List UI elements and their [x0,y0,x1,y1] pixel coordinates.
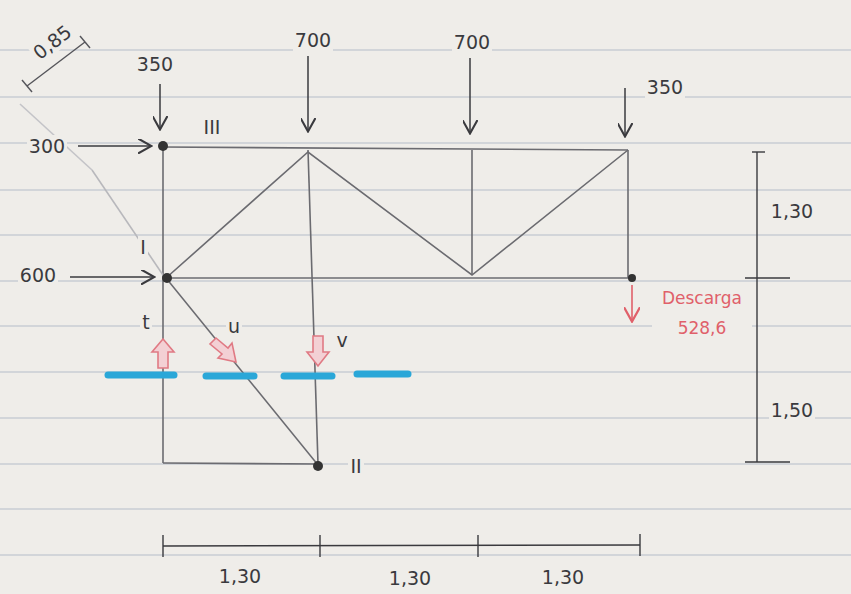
joint-label: II [348,455,363,477]
load-value: 300 [27,135,67,157]
discharge-note: Descarga 528,6 [652,283,752,343]
dimension-label: 1,30 [540,566,586,588]
load-arrows [70,56,625,277]
discharge-arrow [631,285,633,320]
force-arrows [152,336,329,368]
section-cut [108,374,408,376]
dimension-label: 0,85 [27,19,77,65]
dimension-lines [163,152,790,557]
load-value: 700 [293,29,333,51]
force-label: t [140,311,151,333]
force-label: v [334,329,349,351]
joint-label: III [202,116,223,138]
joint-label: I [138,236,148,258]
force-label: u [226,315,242,337]
load-value: 350 [135,53,175,75]
ruled-lines [0,50,851,555]
dimension-label: 1,30 [217,565,263,587]
load-value: 350 [645,76,685,98]
dimension-label: 1,50 [769,399,815,421]
dimension-label: 1,30 [769,200,815,222]
dimension-label: 1,30 [387,567,433,589]
load-value: 600 [18,264,58,286]
joint-dots [158,141,636,471]
truss-members [20,104,632,465]
load-value: 700 [452,31,492,53]
